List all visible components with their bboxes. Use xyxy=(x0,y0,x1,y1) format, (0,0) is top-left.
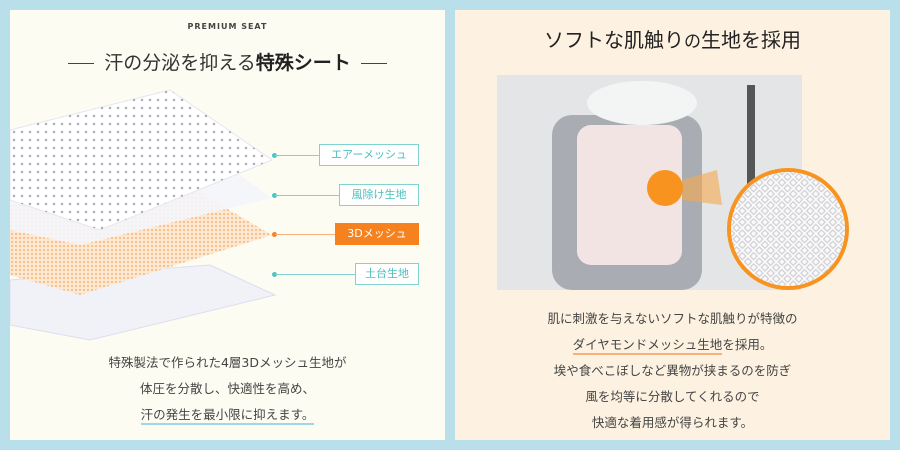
section-title: 汗の分泌を抑える特殊シート xyxy=(10,48,445,75)
desc-line: 肌に刺激を与えないソフトな肌触りが特徴の xyxy=(547,311,798,326)
desc-line: 体圧を分散し、快適性を高め、 xyxy=(139,381,315,396)
eyebrow: PREMIUM SEAT xyxy=(187,22,268,31)
layer-label-base: 土台生地 xyxy=(355,263,419,285)
title-b: の xyxy=(684,32,701,52)
title-a: ソフトな肌触り xyxy=(544,28,684,52)
layer-label-3d-mesh: 3Dメッシュ xyxy=(335,223,419,245)
title-plain: 汗の分泌を抑える xyxy=(104,52,256,74)
section-title: ソフトな肌触りの生地を採用 xyxy=(455,24,890,53)
premium-seat-panel: PREMIUM SEAT 汗の分泌を抑える特殊シート エアーメッシュ 風除け生地… xyxy=(10,10,445,440)
title-c: 生地を採用 xyxy=(701,28,801,52)
soft-fabric-panel: ソフトな肌触りの生地を採用 肌に刺激を与えないソフトな肌触りが特徴の ダイヤモン… xyxy=(455,10,890,440)
desc-line: 快適な着用感が得られます。 xyxy=(591,415,754,430)
layer-illustration xyxy=(10,89,277,341)
desc-line: 風を均等に分散してくれるので xyxy=(585,389,760,404)
desc-line: を採用。 xyxy=(722,337,773,352)
desc-line: 埃や食べこぼしなど異物が挟まるのを防ぎ xyxy=(553,363,792,378)
desc-highlight: ダイヤモンドメッシュ生地 xyxy=(572,337,723,355)
title-bold: 特殊シート xyxy=(255,52,351,74)
layer-label-air-mesh: エアーメッシュ xyxy=(319,144,419,166)
description: 肌に刺激を与えないソフトな肌触りが特徴の ダイヤモンドメッシュ生地を採用。 埃や… xyxy=(455,306,890,436)
fabric-closeup xyxy=(727,168,849,290)
description: 特殊製法で作られた4層3Dメッシュ生地が 体圧を分散し、快適性を高め、 汗の発生… xyxy=(10,350,445,428)
desc-line-highlight: 汗の発生を最小限に抑えます。 xyxy=(140,407,315,425)
layer-label-windproof: 風除け生地 xyxy=(339,184,419,206)
desc-line: 特殊製法で作られた4層3Dメッシュ生地が xyxy=(108,355,347,370)
